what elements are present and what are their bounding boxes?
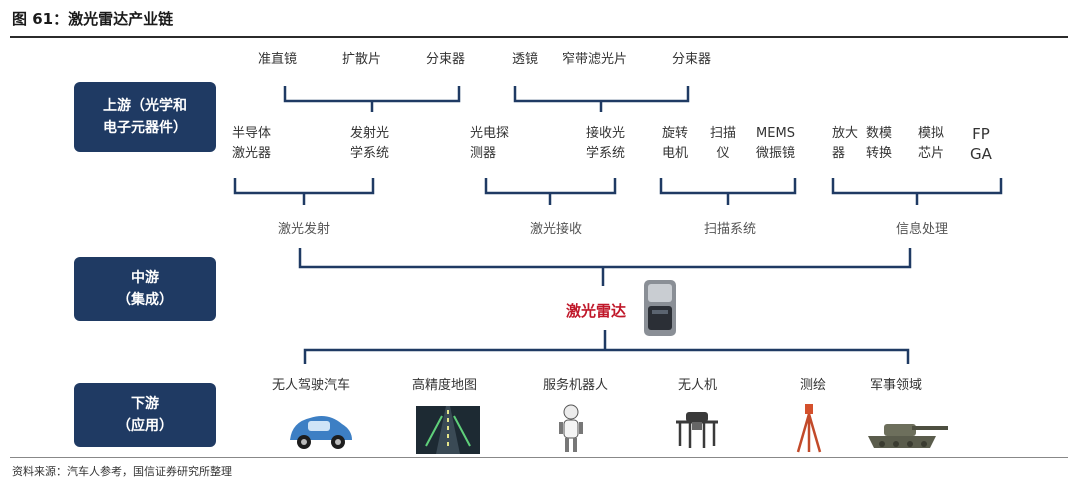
subsystem-info-processing: 信息处理 [896,222,949,237]
subsystem-laser-receiving: 激光接收 [530,222,583,237]
tank-image [868,424,948,448]
optic-beam-splitter-2: 分束器 [672,52,712,67]
app-military: 军事领域 [870,378,923,393]
footer-rule [10,457,1068,458]
source-note: 资料来源：汽车人参考，国信证券研究所整理 [12,465,232,478]
app-drone: 无人机 [678,378,718,393]
service-robot-image [559,404,583,452]
component-transmit-optics: 发射光 学系统 [350,126,390,161]
optic-narrowband-filter: 窄带滤光片 [562,52,628,67]
app-hd-map: 高精度地图 [412,378,478,393]
subsystem-laser-emission: 激光发射 [278,222,331,237]
core-lidar-label: 激光雷达 [566,302,627,320]
app-service-robot: 服务机器人 [543,378,609,393]
drone-image [676,412,718,448]
lidar-device-image [644,280,676,336]
component-scanner: 扫描 仪 [710,126,737,161]
optic-lens: 透镜 [512,52,539,67]
stage-downstream: 下游 （应用） [74,383,216,447]
optic-diffuser: 扩散片 [342,52,382,67]
component-mems-mirror: MEMS 微振镜 [756,126,796,161]
component-analog-chip: 模拟 芯片 [918,126,945,161]
component-fpga: FP GA [970,125,992,163]
hd-map-image [416,406,480,454]
component-amplifier: 放大 器 [832,126,859,161]
stage-upstream: 上游（光学和 电子元器件） [74,82,216,152]
optic-beam-splitter-1: 分束器 [426,52,466,67]
component-da-converter: 数模 转换 [866,126,893,161]
component-receive-optics: 接收光 学系统 [586,126,626,161]
component-rotary-motor: 旋转 电机 [662,126,689,161]
component-semiconductor-laser: 半导体 激光器 [232,126,272,161]
car-image [290,416,352,449]
component-photodetector: 光电探 测器 [470,126,510,161]
optic-collimator: 准直镜 [258,52,298,67]
app-surveying: 测绘 [800,378,827,393]
stage-midstream: 中游 （集成） [74,257,216,321]
title-rule [10,36,1068,38]
figure-title: 图 61：激光雷达产业链 [12,10,174,28]
surveying-tripod-image [796,404,822,453]
app-autonomous-car: 无人驾驶汽车 [272,378,351,393]
subsystem-scanning: 扫描系统 [704,222,757,237]
